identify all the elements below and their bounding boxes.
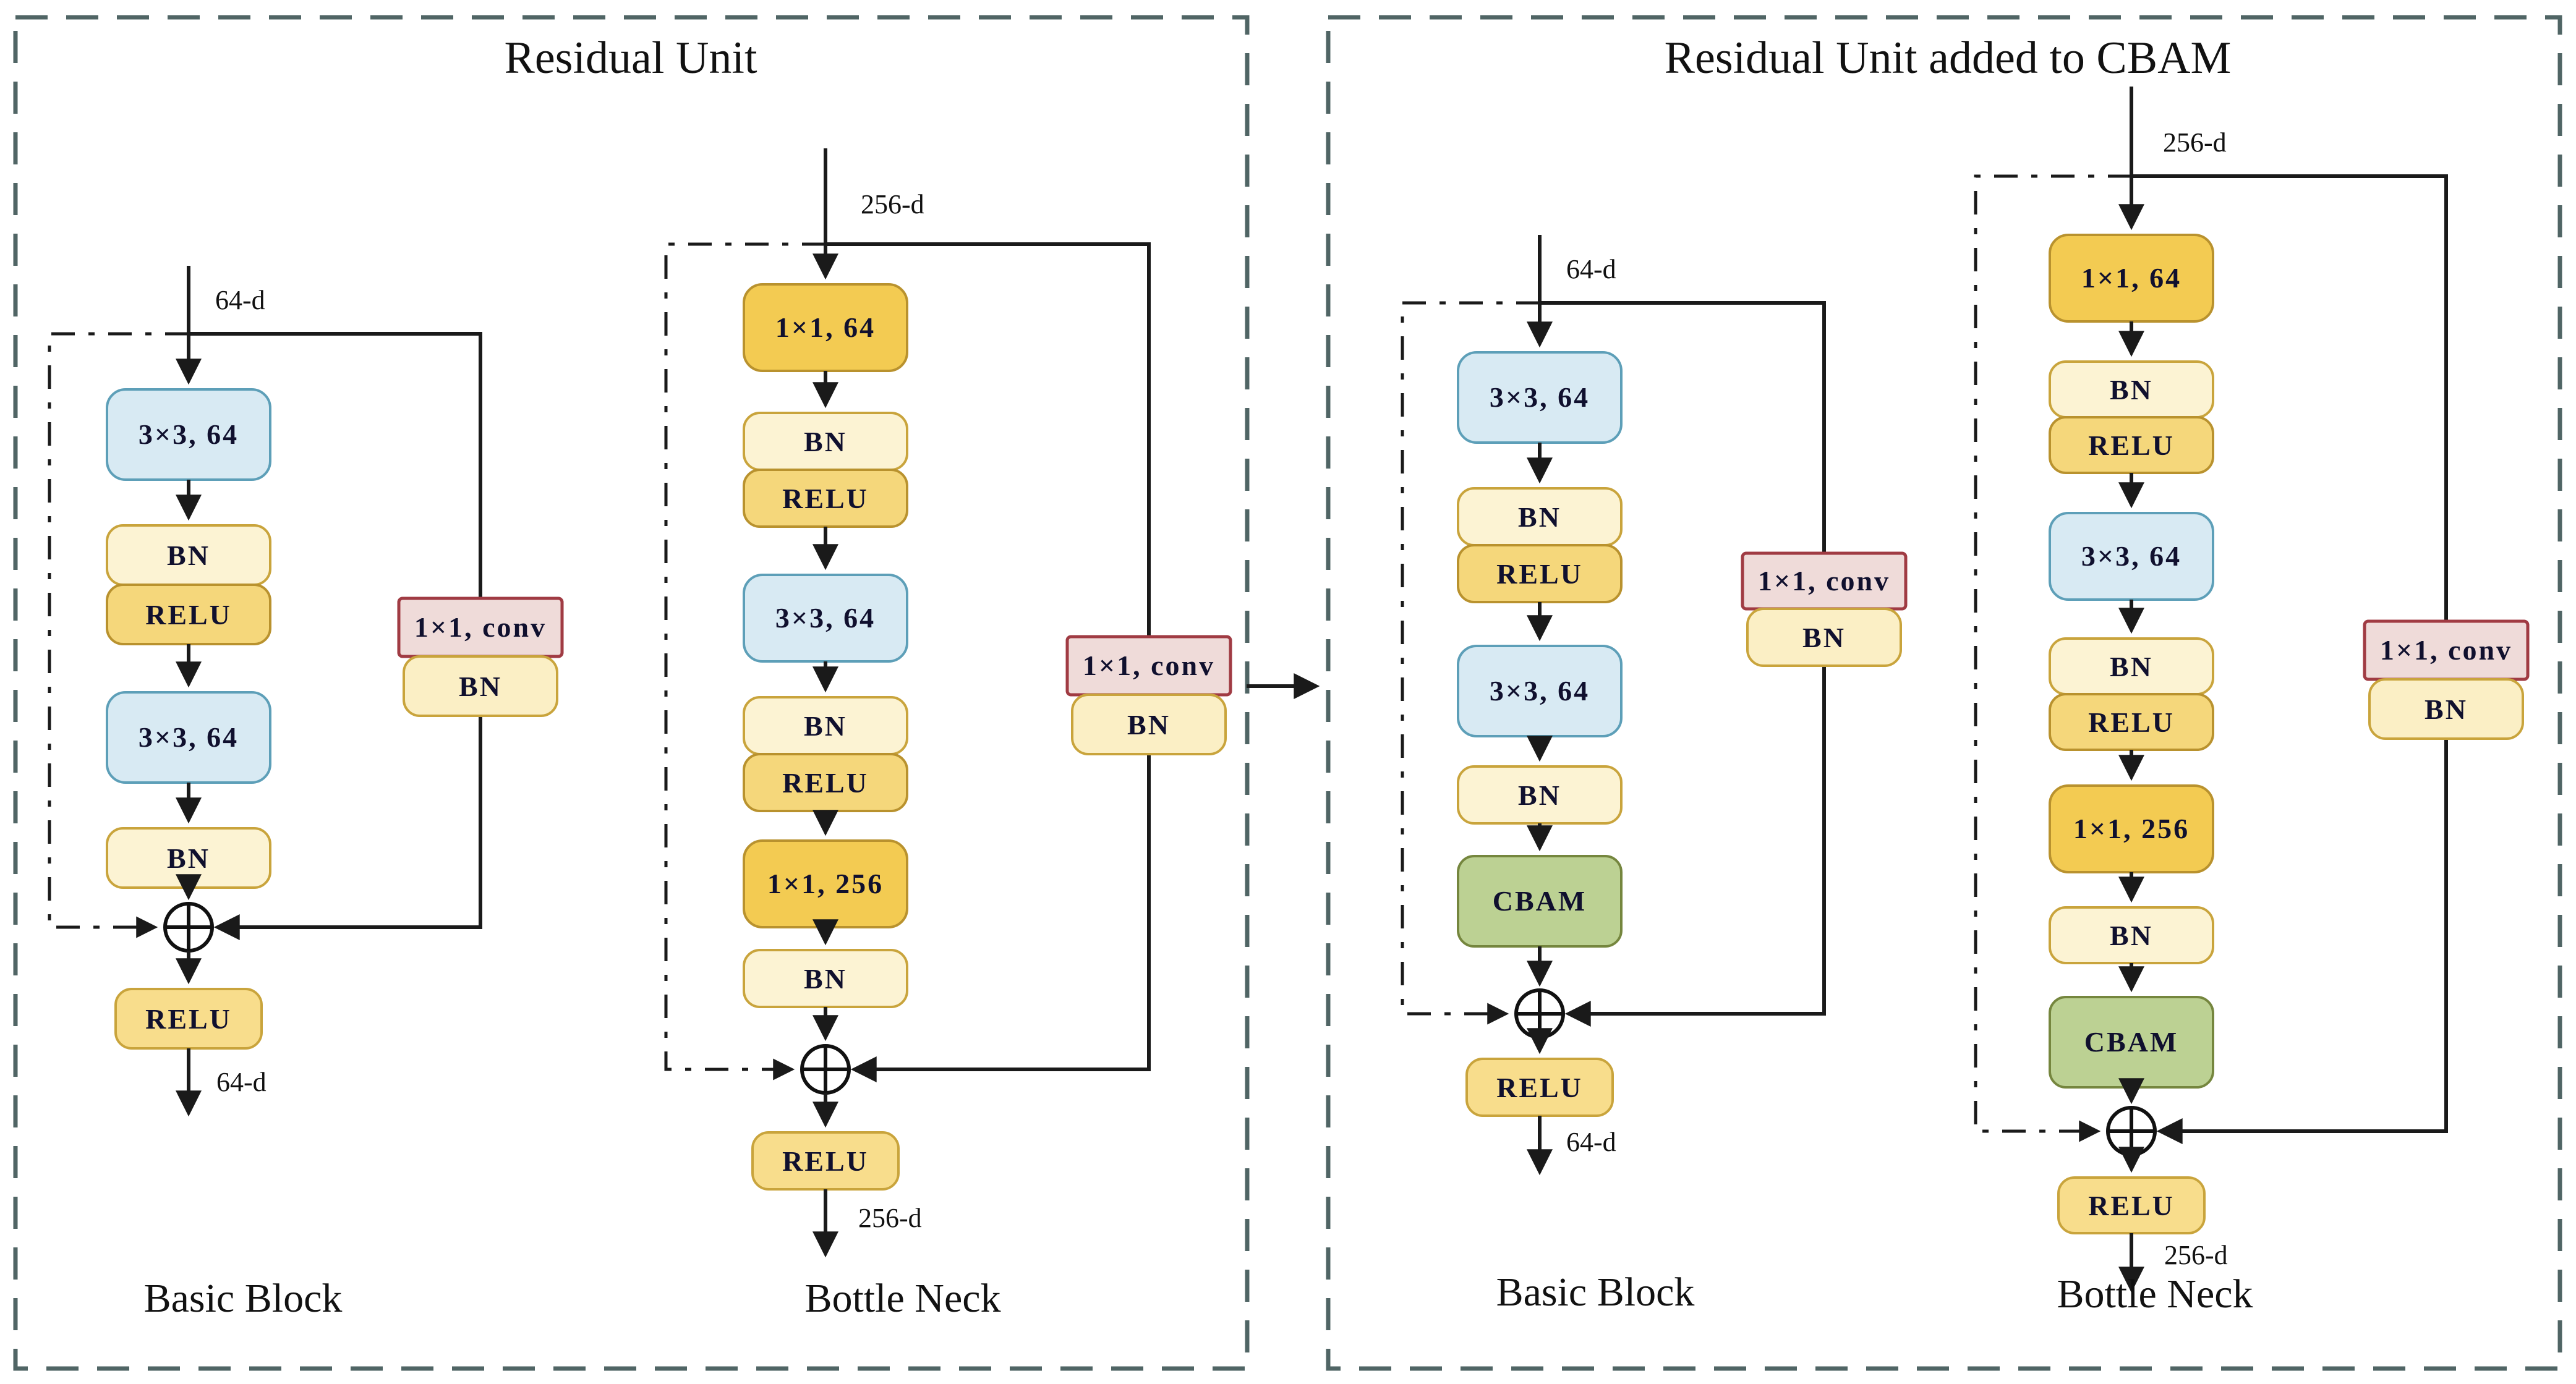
bn-label: BN (167, 540, 210, 571)
shortcut-bn-label: BN (1127, 709, 1171, 741)
conv1x1-label: 1×1, 64 (2081, 262, 2181, 294)
conv3x3-label: 3×3, 64 (139, 418, 239, 450)
conv1x1-label: 1×1, 64 (775, 312, 876, 343)
conv3x3-label: 3×3, 64 (2081, 540, 2181, 572)
output-dim-label: 64-d (1566, 1127, 1616, 1157)
conv1x1-label: 1×1, 256 (767, 868, 884, 899)
cbam-label: CBAM (2084, 1026, 2179, 1058)
bn-label: BN (2110, 651, 2153, 682)
conv3x3-label: 3×3, 64 (1490, 381, 1590, 413)
shortcut-bn-label: BN (2425, 694, 2468, 725)
left-panel-dashed-border (13, 15, 1250, 1371)
bn-label: BN (2110, 920, 2153, 951)
relu-out-label: RELU (782, 1145, 869, 1177)
output-dim-label: 256-d (858, 1203, 922, 1233)
block-caption: Bottle Neck (804, 1276, 1000, 1321)
identity-skip-dashed-path (664, 242, 825, 1080)
block-caption: Basic Block (1496, 1270, 1695, 1315)
left-panel-title: Residual Unit (504, 33, 757, 83)
shortcut-conv-label: 1×1, conv (414, 611, 547, 643)
cbam-label: CBAM (1493, 885, 1587, 917)
bn-label: BN (804, 710, 847, 742)
left-basic-block: 64-d 3×3, 64 BN RELU 3×3, 64 BN RELU 64-… (48, 266, 564, 1321)
relu-label: RELU (2088, 707, 2175, 738)
relu-label: RELU (1496, 558, 1583, 590)
output-dim-label: 256-d (2164, 1240, 2228, 1270)
conv3x3-label: 3×3, 64 (1490, 675, 1590, 707)
bn-label: BN (2110, 374, 2153, 405)
bn-label: BN (167, 843, 210, 874)
conv3x3-label: 3×3, 64 (775, 602, 876, 634)
relu-out-label: RELU (2088, 1190, 2175, 1221)
bn-label: BN (1518, 501, 1561, 533)
conv3x3-label: 3×3, 64 (139, 721, 239, 753)
relu-label: RELU (145, 599, 232, 630)
shortcut-bn-node (1071, 694, 1227, 755)
identity-skip-dashed-path (48, 332, 189, 938)
right-panel-title: Residual Unit added to CBAM (1665, 33, 2232, 83)
identity-skip-dashed-path (1974, 174, 2131, 1142)
shortcut-conv-label: 1×1, conv (1758, 565, 1890, 596)
relu-out-label: RELU (145, 1003, 232, 1035)
relu-label: RELU (2088, 430, 2175, 461)
relu-label: RELU (782, 483, 869, 514)
shortcut-bn-node (403, 655, 558, 717)
input-dim-label: 64-d (1566, 254, 1616, 284)
input-dim-label: 64-d (215, 285, 265, 315)
bn-label: BN (1518, 779, 1561, 811)
left-bottleneck-block: 256-d 1×1, 64 BN RELU 3×3, 64 BN RELU 1×… (664, 148, 1232, 1321)
shortcut-conv-label: 1×1, conv (1083, 650, 1215, 681)
block-caption: Bottle Neck (2057, 1271, 2253, 1317)
sum-junction-icon (2106, 1106, 2157, 1157)
sum-junction-icon (1514, 988, 1565, 1039)
bn-label: BN (804, 963, 847, 995)
input-dim-label: 256-d (2163, 127, 2227, 158)
identity-skip-dashed-path (1401, 301, 1540, 1025)
shortcut-bn-label: BN (1802, 622, 1846, 653)
right-bottleneck-block-cbam: 256-d 1×1, 64 BN RELU 3×3, 64 BN RELU 1×… (1974, 87, 2530, 1317)
right-basic-block-cbam: 64-d 3×3, 64 BN RELU 3×3, 64 BN CBAM REL… (1401, 235, 1908, 1315)
shortcut-conv-label: 1×1, conv (2380, 634, 2512, 666)
right-panel-dashed-border (1326, 15, 2562, 1371)
sum-junction-icon (163, 902, 214, 953)
block-caption: Basic Block (144, 1276, 343, 1321)
shortcut-bn-node (2368, 678, 2524, 740)
relu-out-label: RELU (1496, 1072, 1583, 1103)
output-dim-label: 64-d (216, 1067, 267, 1097)
input-dim-label: 256-d (861, 189, 924, 219)
conv1x1-label: 1×1, 256 (2073, 813, 2190, 844)
relu-label: RELU (782, 767, 869, 799)
shortcut-bn-label: BN (459, 671, 502, 702)
shortcut-bn-node (1746, 608, 1902, 667)
sum-junction-icon (800, 1044, 851, 1095)
bn-label: BN (804, 426, 847, 457)
